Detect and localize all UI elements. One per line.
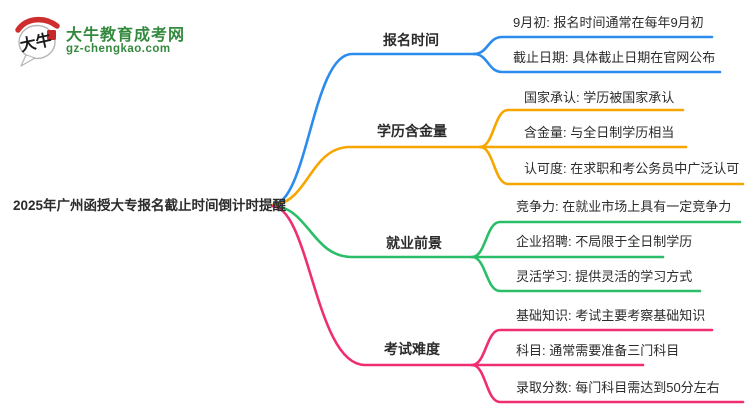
branch-1-child-1: 9月初: 报名时间通常在每年9月初 — [513, 15, 704, 30]
branch-1-label: 报名时间 — [383, 32, 439, 48]
site-url: gz-chengkao.com — [66, 43, 171, 55]
site-logo[interactable]: 大牛 大牛教育成考网 gz-chengkao.com — [14, 12, 274, 70]
branch-3-main-line — [270, 204, 474, 259]
branch-2-label: 学历含金量 — [377, 123, 447, 139]
central-topic: 2025年广州函授大专报名截止时间倒计时提醒 — [13, 198, 287, 213]
branch-3-child-2: 企业招聘: 不局限于全日制学历 — [516, 234, 693, 249]
branch-2-child-3: 认可度: 在求职和考公务员中广泛认可 — [524, 161, 740, 176]
branch-4-label: 考试难度 — [384, 341, 440, 357]
branch-3-child-3-line — [470, 255, 702, 293]
branch-4-child-3: 录取分数: 每门科目需达到50分左右 — [516, 380, 720, 395]
branch-3-child-3: 灵活学习: 提供灵活的学习方式 — [516, 269, 693, 284]
branch-2-child-2: 含金量: 与全日制学历相当 — [524, 125, 675, 140]
branch-3-label: 就业前景 — [386, 235, 442, 251]
branch-2-child-1: 国家承认: 学历被国家承认 — [524, 90, 675, 105]
branch-2-child-3-line — [478, 145, 745, 186]
branch-1-main-line — [270, 52, 476, 207]
branch-1-child-2-line — [472, 52, 722, 74]
branch-4-main-line — [270, 204, 474, 367]
branch-4-child-2: 科目: 通常需要准备三门科目 — [516, 343, 680, 358]
branch-2-main-line — [270, 145, 482, 207]
branch-4-child-3-line — [470, 363, 745, 404]
branch-1-child-2: 截止日期: 具体截止日期在官网公布 — [513, 50, 716, 65]
site-name: 大牛教育成考网 — [66, 27, 186, 44]
branch-3-child-1: 竞争力: 在就业市场上具有一定竞争力 — [516, 199, 732, 214]
branch-4-child-1: 基础知识: 考试主要考察基础知识 — [516, 308, 706, 323]
daniu-speech-bubble-icon: 大牛 — [15, 16, 60, 67]
